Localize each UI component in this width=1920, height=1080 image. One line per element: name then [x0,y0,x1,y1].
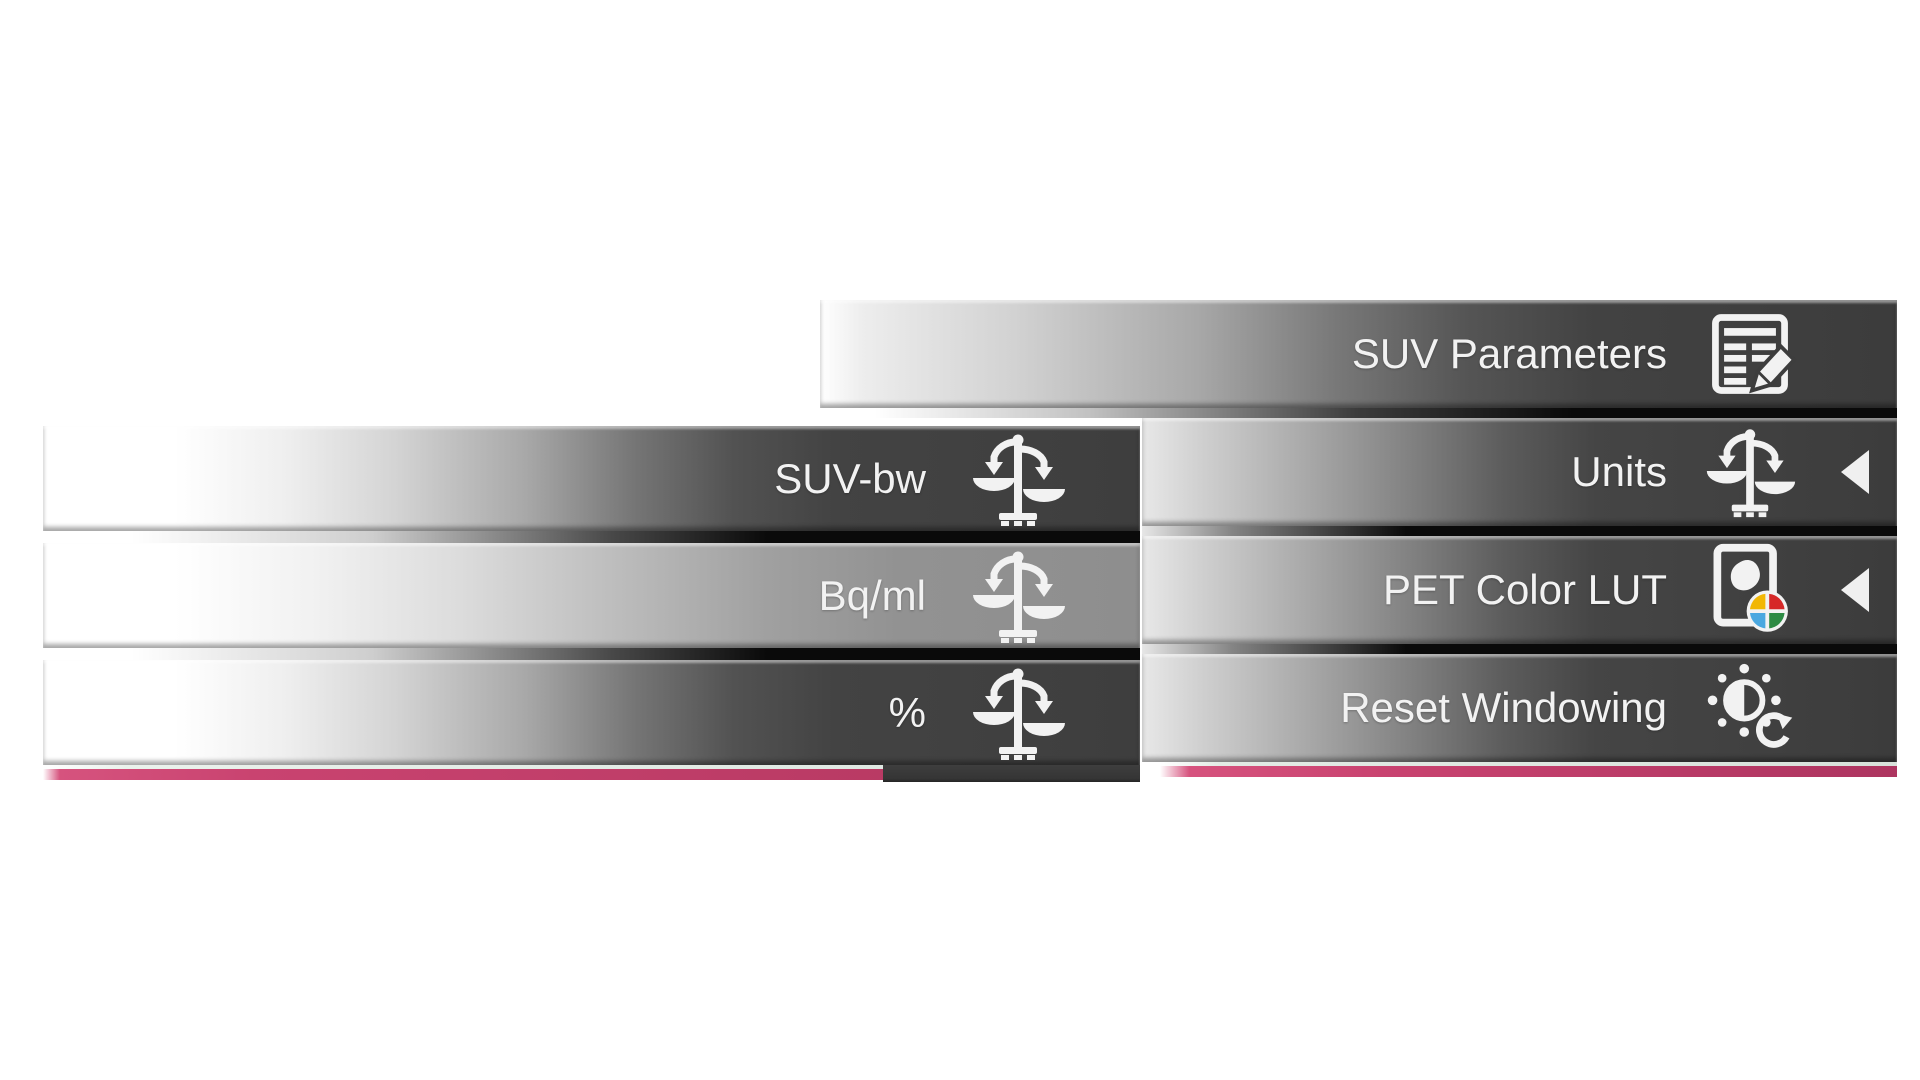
menu-item-label: SUV Parameters [1351,330,1667,377]
menu-separator [820,408,1897,418]
context-menu: SUV Parameters Units [820,300,1897,780]
document-edit-icon [1701,305,1799,403]
menu-item-label: PET Color LUT [1383,566,1667,613]
submenu-arrow-slot [1825,324,1883,384]
menu-item-label: Units [1571,448,1667,495]
submenu-arrow-icon [1825,442,1883,502]
submenu-dark-corner [883,765,1140,782]
menu-bottom-highlight [1160,762,1897,766]
submenu-item-label: % [888,688,926,736]
submenu-item-bq-ml[interactable]: Bq/ml [43,543,1140,648]
scales-icon [966,661,1070,765]
brightness-reset-icon [1701,659,1799,757]
menu-separator [1142,526,1897,536]
submenu-arrow-slot [1825,678,1883,738]
menu-item-suv-parameters[interactable]: SUV Parameters [820,300,1897,408]
submenu-item-label: SUV-bw [774,454,926,502]
color-lut-icon [1701,541,1799,639]
menu-item-pet-color-lut[interactable]: PET Color LUT [1142,536,1897,644]
submenu-arrow-icon [1825,560,1883,620]
menu-bottom-highlight [43,765,886,769]
scales-icon [966,427,1070,531]
scales-icon [1701,423,1799,521]
scales-icon [966,544,1070,648]
menu-accent-line [1160,766,1897,777]
menu-item-label: Reset Windowing [1340,684,1667,731]
menu-separator [1142,644,1897,654]
submenu-item-suv-bw[interactable]: SUV-bw [43,426,1140,531]
menu-separator [43,531,1140,543]
menu-item-reset-windowing[interactable]: Reset Windowing [1142,654,1897,762]
menu-item-units[interactable]: Units [1142,418,1897,526]
units-submenu: SUV-bw Bq/ml [43,426,1140,782]
menu-separator [43,648,1140,660]
menu-accent-line [43,769,886,780]
submenu-item-label: Bq/ml [818,571,926,619]
submenu-item-percent[interactable]: % [43,660,1140,765]
